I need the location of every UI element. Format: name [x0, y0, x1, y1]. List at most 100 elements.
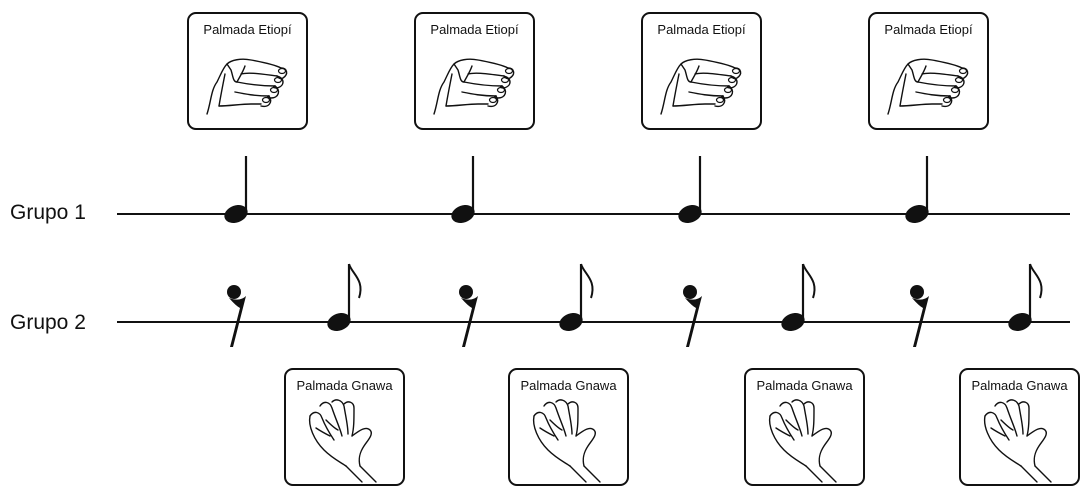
- hand-stroke: [461, 91, 497, 97]
- note-flag: [802, 263, 816, 299]
- eighth-rest: [459, 285, 478, 347]
- hand-stroke: [315, 427, 331, 437]
- fingernail: [950, 86, 960, 94]
- hand-stroke: [947, 85, 961, 99]
- quarter-note: [224, 156, 248, 223]
- hand-stroke: [555, 399, 573, 435]
- fingernail: [488, 96, 498, 104]
- hand-stroke: [445, 103, 489, 107]
- hand-stroke: [433, 63, 465, 115]
- hands-clap-flat-icon: [660, 58, 742, 115]
- note-head: [224, 205, 248, 223]
- group-2-label: Grupo 2: [10, 311, 86, 334]
- hand-stroke: [805, 465, 823, 483]
- hand-stroke: [343, 401, 355, 437]
- hand-stroke: [236, 65, 246, 83]
- hand-stroke: [549, 419, 563, 431]
- hand-stroke: [567, 401, 579, 437]
- hand-stroke: [240, 72, 278, 77]
- gnawa-clap-card: Palmada Gnawa: [959, 368, 1080, 486]
- fingernail: [273, 76, 283, 84]
- hand-stroke: [915, 91, 951, 97]
- hand-stroke: [994, 401, 1018, 437]
- rest-dot: [459, 285, 473, 299]
- hand-stroke: [775, 427, 791, 437]
- hand-stroke: [660, 63, 692, 115]
- hands-clap-flat-icon: [887, 58, 969, 115]
- hand-stroke: [226, 58, 282, 69]
- ethiopian-clap-card: Palmada Etiopí: [641, 12, 762, 130]
- hand-stroke: [1018, 401, 1030, 437]
- note-flag: [348, 263, 362, 299]
- rest-dot: [227, 285, 241, 299]
- hand-stroke: [218, 73, 226, 107]
- note-flag: [580, 263, 594, 299]
- hand-stroke: [690, 81, 730, 87]
- hand-stroke: [768, 415, 807, 467]
- eighth-note: [781, 263, 816, 331]
- fingernail: [731, 67, 741, 75]
- hand-stroke: [769, 411, 795, 441]
- fingernail: [954, 76, 964, 84]
- ethiopian-clap-title: Palmada Etiopí: [203, 22, 292, 37]
- hand-stroke: [493, 85, 507, 99]
- gnawa-clap-title: Palmada Gnawa: [971, 378, 1068, 393]
- hand-stroke: [720, 85, 734, 99]
- gnawa-clap-card: Palmada Gnawa: [508, 368, 629, 486]
- note-head: [678, 205, 702, 223]
- hand-stroke: [331, 399, 349, 435]
- eighth-note: [559, 263, 594, 331]
- hand-stroke: [819, 465, 837, 483]
- gnawa-clap-title: Palmada Gnawa: [756, 378, 853, 393]
- quarter-note: [678, 156, 702, 223]
- fingernail: [500, 76, 510, 84]
- hand-stroke: [907, 58, 963, 69]
- hand-stroke: [714, 95, 726, 108]
- hand-stroke: [206, 63, 238, 115]
- fingernail: [496, 86, 506, 94]
- hand-stroke: [308, 415, 347, 467]
- fingernail: [727, 76, 737, 84]
- hand-stroke: [445, 73, 453, 107]
- hand-stroke: [672, 73, 680, 107]
- hand-stroke: [463, 65, 473, 83]
- hands-clap-flat-icon: [206, 58, 288, 115]
- hand-stroke: [543, 401, 567, 437]
- hand-stroke: [785, 419, 799, 431]
- note-head: [451, 205, 475, 223]
- hand-stroke: [260, 95, 272, 108]
- hand-stroke: [1000, 419, 1014, 431]
- hand-stroke: [921, 72, 959, 77]
- ethiopian-clap-card: Palmada Etiopí: [868, 12, 989, 130]
- hand-stroke: [236, 81, 276, 87]
- hands-clap-cupped-icon: [768, 399, 837, 483]
- hand-stroke: [688, 91, 724, 97]
- hand-stroke: [917, 65, 927, 83]
- hand-stroke: [319, 401, 343, 437]
- fingernail: [715, 96, 725, 104]
- fingernail: [942, 96, 952, 104]
- hand-stroke: [351, 427, 373, 467]
- hand-stroke: [1034, 465, 1052, 483]
- hand-stroke: [325, 419, 339, 431]
- hand-stroke: [983, 415, 1022, 467]
- rest-flag: [912, 296, 929, 347]
- hand-stroke: [569, 465, 587, 483]
- hand-stroke: [672, 103, 716, 107]
- rest-dot: [910, 285, 924, 299]
- hand-stroke: [917, 81, 957, 87]
- hand-stroke: [453, 58, 509, 69]
- hands-clap-flat-icon: [433, 58, 515, 115]
- fingernail: [261, 96, 271, 104]
- hand-stroke: [532, 415, 571, 467]
- hand-stroke: [779, 401, 803, 437]
- group-1-label: Grupo 1: [10, 201, 86, 224]
- hand-stroke: [463, 81, 503, 87]
- hand-stroke: [811, 427, 833, 467]
- hand-stroke: [694, 72, 732, 77]
- rest-flag: [229, 296, 246, 347]
- eighth-rest: [227, 285, 246, 347]
- hand-stroke: [345, 465, 363, 483]
